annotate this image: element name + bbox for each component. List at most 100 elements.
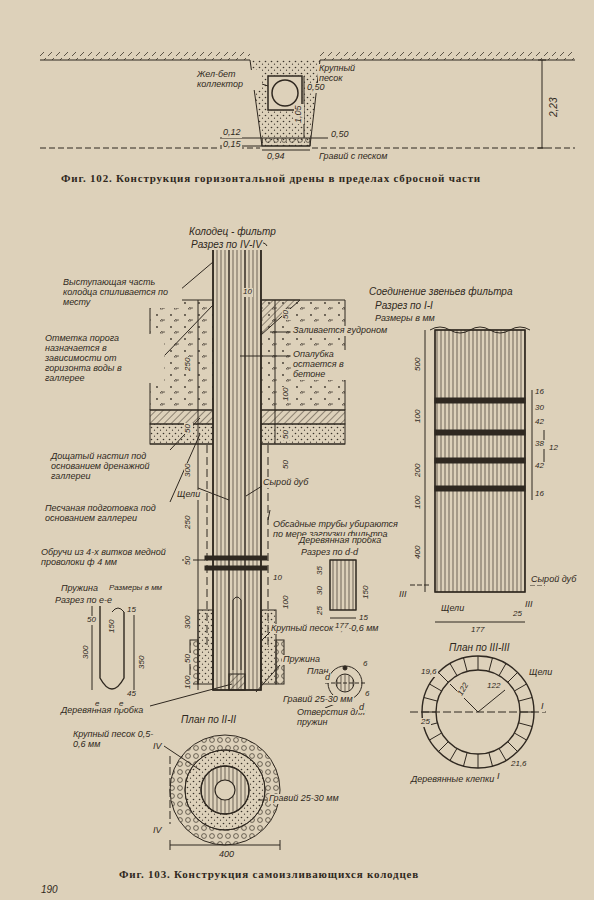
dimension: 15 xyxy=(358,614,369,623)
note-label: Пружина xyxy=(60,584,99,594)
dimension: 200 xyxy=(414,463,423,478)
dimension: 0,12 xyxy=(222,128,242,138)
figure-caption: Фиг. 103. Конструкция самоизливающихся к… xyxy=(118,868,420,880)
note-label: III xyxy=(524,600,534,610)
dimension: 100 xyxy=(282,595,291,610)
stave-joint xyxy=(438,742,448,752)
dimension: 50 xyxy=(86,616,97,625)
dimension: 500 xyxy=(414,357,423,372)
dimension: 0,15 xyxy=(222,140,242,150)
note-label: Соединение звеньев фильтра xyxy=(368,286,513,297)
dimension: 100 xyxy=(184,675,193,690)
note-label: Сырой дуб xyxy=(262,478,309,488)
dimension: 10 xyxy=(242,288,253,297)
note-label: Гравий 25-30 мм xyxy=(282,695,354,705)
note-label: Щели xyxy=(528,668,553,678)
stave-joint xyxy=(430,684,442,691)
stave-joint xyxy=(464,753,468,767)
note-label: I xyxy=(496,772,501,782)
stave-joint xyxy=(464,658,468,672)
dimension: 42 xyxy=(534,462,545,471)
note-label: Щели xyxy=(176,490,201,500)
note-label: Отверстия для пружин xyxy=(296,708,378,728)
note-label: Выступающая часть колодца спиливается по… xyxy=(62,278,182,308)
note-label: e xyxy=(118,700,124,709)
note-label: d xyxy=(324,673,331,683)
dimension: 19,6 xyxy=(420,668,438,677)
dimension: 250 xyxy=(184,357,193,372)
note-label: Деревянные клепки xyxy=(410,775,495,785)
dimension: 400 xyxy=(218,850,235,860)
note-label: Пружина xyxy=(282,655,321,665)
note-label: Обручи из 4-х витков медной проволоки ф … xyxy=(40,548,182,568)
note-label: Деревянная пробка xyxy=(60,706,144,716)
stave-joint xyxy=(514,733,526,740)
dimension: 0,50 xyxy=(306,83,326,93)
note-label: IV xyxy=(152,742,163,752)
dimension: 50 xyxy=(184,555,193,566)
dimension: 6 xyxy=(362,660,368,669)
dimension: 190 xyxy=(40,884,59,895)
stave-joint xyxy=(499,748,506,760)
dimension: 30 xyxy=(534,404,545,413)
note-label: План по II-II xyxy=(180,714,237,725)
dimension: 25 xyxy=(420,718,431,727)
stave-joint xyxy=(519,698,533,702)
stave-joint xyxy=(489,658,493,672)
dimension: 50 xyxy=(282,429,291,440)
note-label: Разрез по е-е xyxy=(54,596,113,606)
stave-joint xyxy=(508,672,518,682)
dimension: 150 xyxy=(108,619,117,634)
note-label: Деревянная пробка xyxy=(298,536,382,546)
dimension: 30 xyxy=(316,585,325,596)
note-label: Крупный песок 0,5-0,6 мм xyxy=(72,730,164,750)
dimension: 25 xyxy=(512,610,523,619)
stave-joint xyxy=(438,672,448,682)
stave-joint xyxy=(450,748,457,760)
note-label: Жел-бет коллектор xyxy=(196,70,262,90)
dimension: 50 xyxy=(282,459,291,470)
note-label: Опалубка остается в бетоне xyxy=(292,350,374,380)
note-label: Разрез по IV-IV xyxy=(190,239,263,250)
note-label: III xyxy=(398,590,408,600)
dimension: 50 xyxy=(184,423,193,434)
note-label: Крупный песок xyxy=(318,64,372,84)
stave-joint xyxy=(499,664,506,676)
note-label: Гравий с песком xyxy=(318,152,389,162)
dimension: 16 xyxy=(534,388,545,397)
dimension: 300 xyxy=(82,645,91,660)
dimension: 25 xyxy=(316,605,325,616)
dimension: 45 xyxy=(126,690,137,699)
dimension: 177 xyxy=(470,626,485,635)
dimension: 100 xyxy=(282,387,291,402)
dimension: 16 xyxy=(534,490,545,499)
dimension: 2,23 xyxy=(548,97,559,118)
note-label: Щели xyxy=(440,604,465,614)
dimension: 122 xyxy=(486,682,501,691)
dimension: 50 xyxy=(282,309,291,320)
note-label: d xyxy=(358,703,365,713)
note-label: План по III-III xyxy=(448,642,511,653)
dimension: 12 xyxy=(548,444,559,453)
stave-joint xyxy=(424,698,438,702)
note-label: Отметка порога назначается в зависимости… xyxy=(44,334,164,383)
stave-joint xyxy=(430,733,442,740)
dimension: 0,50 xyxy=(330,130,350,140)
dimension: 10 xyxy=(272,574,283,583)
dimension: 150 xyxy=(362,585,371,600)
stave-joint xyxy=(450,664,457,676)
note-label: IV xyxy=(152,826,163,836)
dimension: 35 xyxy=(316,565,325,576)
dimension: 1,05 xyxy=(294,104,304,124)
note-label: e xyxy=(94,700,100,709)
figure-caption: Фиг. 102. Конструкция горизонтальной дре… xyxy=(60,172,482,184)
note-label: Крупный песок 0,5-0,6 мм xyxy=(270,624,380,634)
note-label: Дощатый настил под основанием дренажной … xyxy=(50,452,170,482)
dimension: 300 xyxy=(184,463,193,478)
dimension: 100 xyxy=(414,495,423,510)
note-label: Размеры в мм xyxy=(108,584,163,593)
dimension: 42 xyxy=(534,418,545,427)
dimension: 6 xyxy=(364,690,370,699)
dimension: 38 xyxy=(534,440,545,449)
